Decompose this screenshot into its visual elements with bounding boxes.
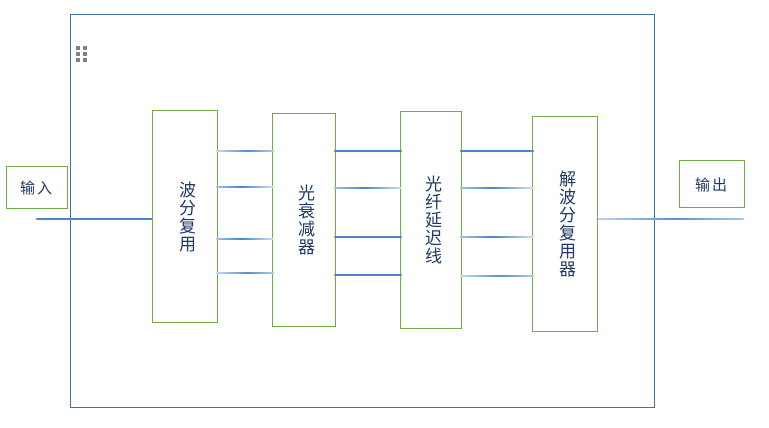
wire-atten-delay-ch2: [334, 187, 402, 189]
endpoint-output[interactable]: 输出: [679, 160, 745, 208]
module-optical-attenuator[interactable]: 光衰减器: [272, 113, 336, 327]
wire-delay-demux-ch1: [460, 150, 534, 152]
system-boundary[interactable]: [70, 14, 655, 408]
wire-delay-demux-ch4: [460, 275, 534, 277]
wire-output-bus: [592, 218, 744, 220]
module-wdm-label: 波分复用: [175, 180, 196, 253]
wire-atten-delay-ch3: [334, 236, 402, 238]
module-fiber-delay-line-label: 光纤延迟线: [421, 175, 442, 265]
handle-dot: [76, 58, 80, 62]
handle-dot: [83, 52, 87, 56]
module-demux-label: 解波分复用器: [555, 170, 576, 278]
endpoint-output-label: 输出: [694, 175, 729, 194]
handle-dot: [76, 52, 80, 56]
wire-wdm-atten-ch1: [216, 150, 274, 152]
wire-atten-delay-ch4: [334, 274, 402, 276]
wire-input-bus: [36, 218, 154, 220]
wire-delay-demux-ch3: [460, 236, 534, 238]
handle-dot: [83, 58, 87, 62]
handle-dot: [83, 46, 87, 50]
module-wdm[interactable]: 波分复用: [152, 110, 218, 323]
endpoint-input-label: 输入: [19, 179, 54, 197]
wire-wdm-atten-ch4: [216, 272, 274, 274]
module-fiber-delay-line[interactable]: 光纤延迟线: [400, 111, 462, 329]
module-demux[interactable]: 解波分复用器: [532, 116, 598, 332]
wire-atten-delay-ch1: [334, 150, 402, 152]
module-optical-attenuator-label: 光衰减器: [294, 184, 315, 256]
wire-wdm-atten-ch2: [216, 186, 274, 188]
wire-wdm-atten-ch3: [216, 238, 274, 240]
wire-delay-demux-ch2: [460, 187, 534, 189]
move-handle[interactable]: [76, 46, 90, 62]
endpoint-input[interactable]: 输入: [6, 166, 68, 209]
handle-dot: [76, 46, 80, 50]
